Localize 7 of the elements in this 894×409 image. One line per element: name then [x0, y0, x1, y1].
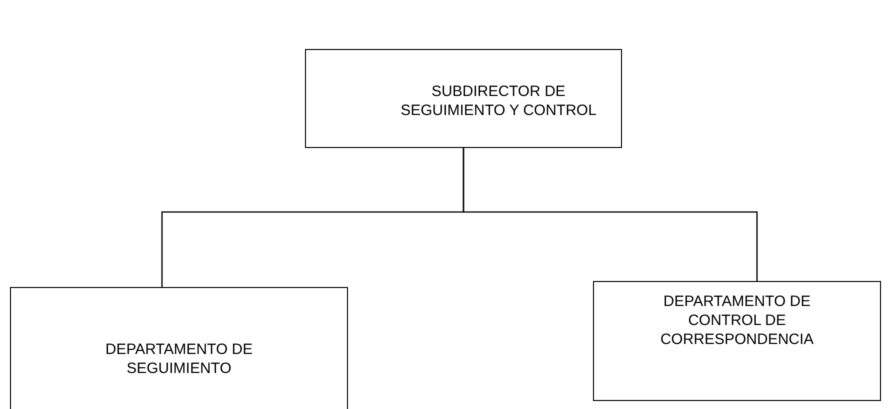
- position-title: DEPARTAMENTO DE SEGUIMIENTO: [104, 340, 254, 378]
- org-box: [593, 281, 881, 401]
- connector-line: [462, 148, 758, 281]
- position-title: SUBDIRECTOR DE SEGUIMIENTO Y CONTROL: [400, 82, 598, 120]
- org-box: [305, 49, 622, 148]
- org-box: [10, 287, 348, 409]
- position-title: DEPARTAMENTO DE CONTROL DE CORRESPONDENCIA: [659, 292, 815, 349]
